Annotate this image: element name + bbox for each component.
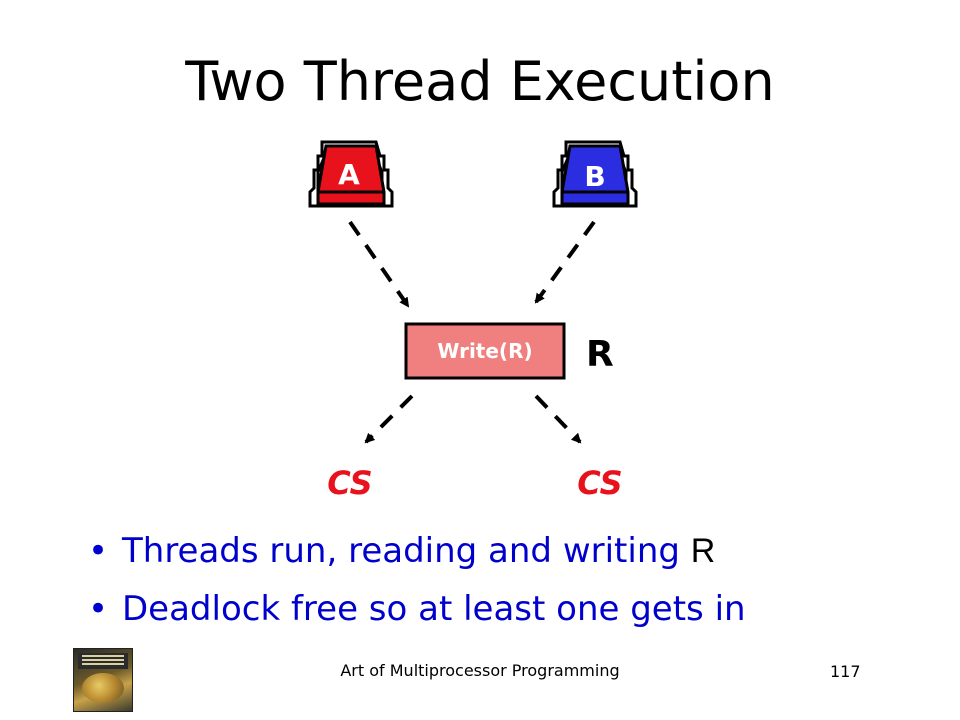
bullet-list: • Threads run, reading and writing R • D… <box>88 522 948 638</box>
bullet-icon: • <box>88 531 109 571</box>
thread-a-label: A <box>338 158 360 191</box>
write-register-box: Write(R) <box>404 322 566 380</box>
bullet-text: Threads run, reading and writing <box>122 531 691 571</box>
arrow-write-to-cs-right <box>534 394 582 444</box>
bullet-icon: • <box>88 589 109 629</box>
write-register-label: Write(R) <box>437 339 532 363</box>
book-cover-icon <box>73 648 133 712</box>
bullet-item: • Threads run, reading and writing R <box>88 522 948 580</box>
bullet-item: • Deadlock free so at least one gets in <box>88 580 948 638</box>
bullet-register: R <box>690 532 716 570</box>
slide-title: Two Thread Execution <box>185 50 775 113</box>
thread-a-icon: A <box>308 140 394 208</box>
critical-section-left: CS <box>327 464 372 502</box>
arrow-a-to-write <box>348 220 410 308</box>
arrow-b-to-write <box>534 220 596 304</box>
arrow-write-to-cs-left <box>364 394 414 444</box>
thread-b-icon: B <box>552 140 638 208</box>
footer-title: Art of Multiprocessor Programming <box>340 661 620 680</box>
bullet-text: Deadlock free so at least one gets in <box>122 589 746 629</box>
critical-section-right: CS <box>577 464 622 502</box>
register-label: R <box>586 334 614 375</box>
thread-b-label: B <box>584 160 605 193</box>
page-number: 117 <box>830 662 861 681</box>
